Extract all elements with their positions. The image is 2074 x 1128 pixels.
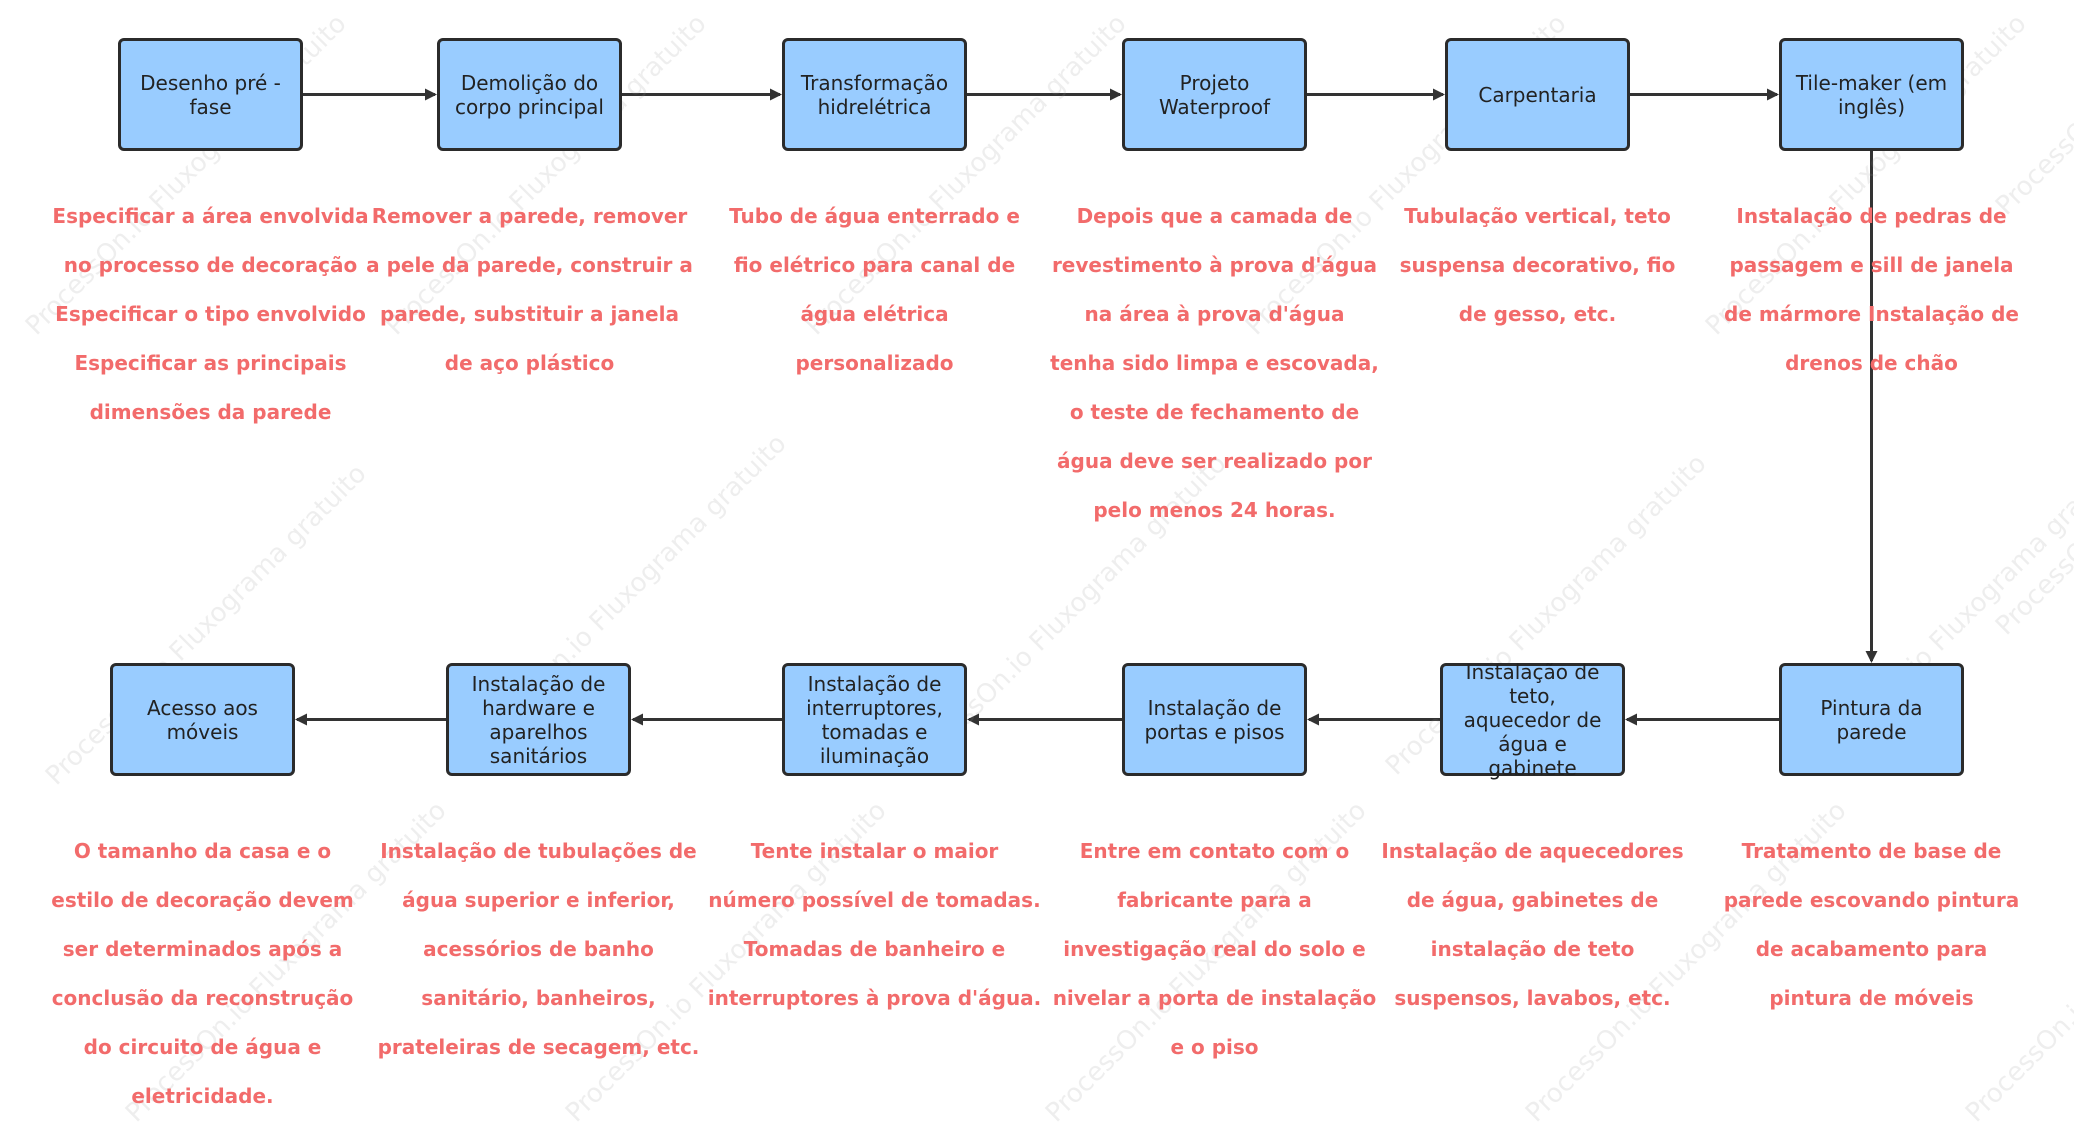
step-label: Instalação de interruptores, tomadas e i…	[806, 671, 943, 768]
step-note: Remover a parede, remover a pele da pare…	[366, 204, 693, 375]
step-label: Transformação hidrelétrica	[800, 70, 949, 119]
step-node[interactable]: Desenho pré - fase	[118, 38, 303, 151]
step-node[interactable]: Instalação de portas e pisos	[1122, 663, 1307, 776]
step-note: Tubulação vertical, teto suspensa decora…	[1399, 204, 1676, 326]
step-label: Tile-maker (em inglês)	[1795, 70, 1948, 119]
step-node[interactable]: Transformação hidrelétrica	[782, 38, 967, 151]
step-note: Depois que a camada de revestimento à pr…	[1050, 204, 1379, 522]
step-node[interactable]: Projeto Waterproof	[1122, 38, 1307, 151]
step-note: Entre em contato com o fabricante para a…	[1052, 839, 1377, 1059]
step-note: Instalação de aquecedores de água, gabin…	[1381, 839, 1684, 1010]
step-label: Carpentaria	[1478, 82, 1597, 107]
step-label: Instalação de teto, aquecedor de água e …	[1463, 659, 1602, 780]
step-node[interactable]: Tile-maker (em inglês)	[1779, 38, 1964, 151]
step-note: Tubo de água enterrado e fio elétrico pa…	[729, 204, 1020, 375]
step-node[interactable]: Demolição do corpo principal	[437, 38, 622, 151]
step-note: Instalação de tubulações de água superio…	[377, 839, 700, 1059]
step-note: Tente instalar o maior número possível d…	[707, 839, 1042, 1010]
step-node[interactable]: Instalação de hardware e aparelhos sanit…	[446, 663, 631, 776]
step-node[interactable]: Carpentaria	[1445, 38, 1630, 151]
step-label: Pintura da parede	[1820, 695, 1923, 744]
step-note: Tratamento de base de parede escovando p…	[1723, 839, 2020, 1010]
step-note: Especificar a área envolvida no processo…	[52, 204, 369, 424]
step-label: Instalação de hardware e aparelhos sanit…	[471, 671, 606, 768]
step-node[interactable]: Instalação de teto, aquecedor de água e …	[1440, 660, 1625, 780]
step-label: Desenho pré - fase	[140, 70, 281, 119]
step-label: Projeto Waterproof	[1158, 70, 1271, 119]
step-note: Instalação de pedras de passagem e sill …	[1724, 204, 2019, 375]
step-node[interactable]: Instalação de interruptores, tomadas e i…	[782, 663, 967, 776]
step-note: O tamanho da casa e o estilo de decoraçã…	[51, 839, 354, 1108]
connector-group	[295, 88, 1878, 726]
step-node[interactable]: Pintura da parede	[1779, 663, 1964, 776]
step-label: Demolição do corpo principal	[455, 70, 604, 119]
step-node[interactable]: Acesso aos móveis	[110, 663, 295, 776]
step-label: Acesso aos móveis	[147, 695, 258, 744]
step-label: Instalação de portas e pisos	[1144, 695, 1285, 744]
